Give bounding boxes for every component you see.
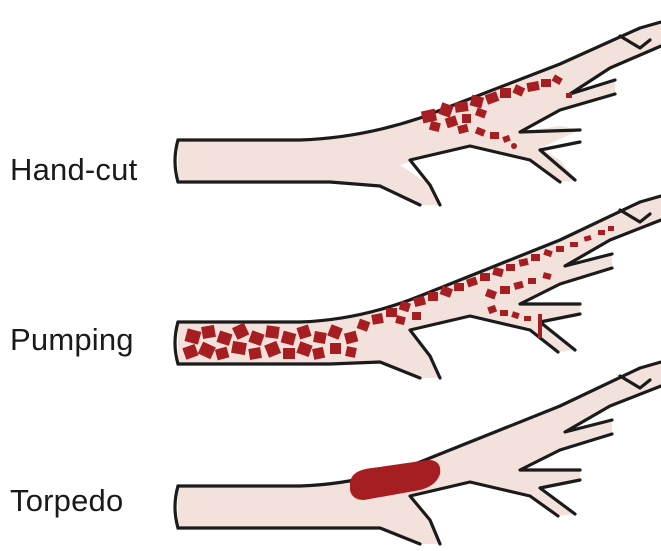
vessel-tree [175,22,661,205]
clot-torpedo [350,460,440,500]
vessel-tree [175,362,661,544]
vessel-diagram-torpedo [0,350,661,550]
